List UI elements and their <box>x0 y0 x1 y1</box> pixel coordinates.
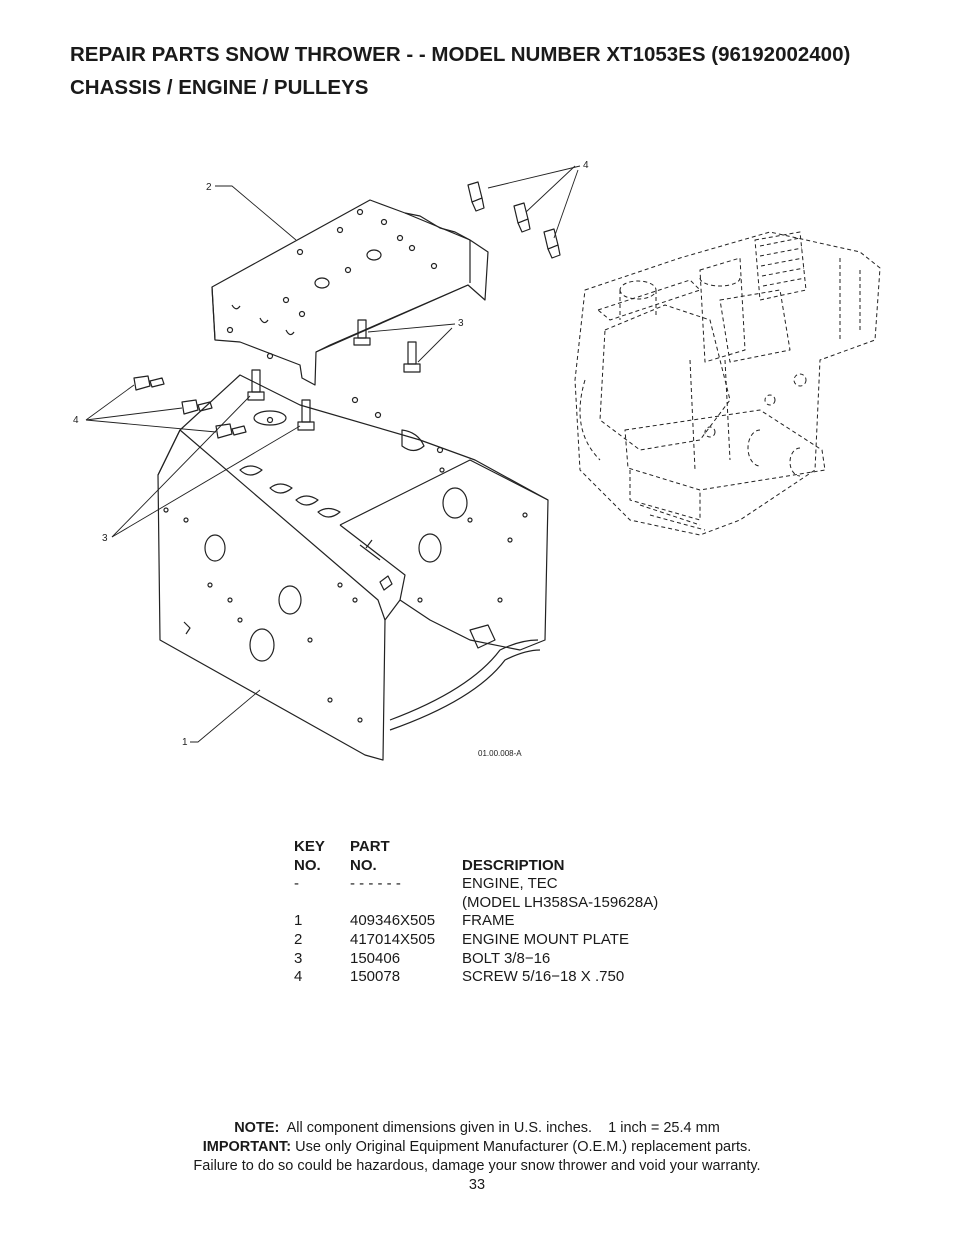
frame <box>157 374 549 761</box>
important-label: IMPORTANT: <box>202 1139 292 1155</box>
part-no: 409346X505 <box>350 912 436 930</box>
key-header-2: NO. <box>294 856 321 874</box>
title-line-1: REPAIR PARTS SNOW THROWER - - MODEL NUMB… <box>70 43 851 66</box>
key-no: 4 <box>294 968 303 986</box>
bolt-set <box>247 319 421 431</box>
callout-1: 1 <box>182 737 188 748</box>
engine-outline <box>574 231 881 536</box>
callout-labels: 1 2 3 3 4 4 01.00.008-A <box>73 160 589 758</box>
callout-3-lower: 3 <box>102 533 108 544</box>
part-no: - - - - - - <box>350 875 401 893</box>
description: SCREW 5/16−18 X .750 <box>462 968 625 986</box>
callout-4-lower: 4 <box>73 415 79 426</box>
part-header-2: NO. <box>350 856 377 874</box>
part-header: PART <box>350 838 390 855</box>
key-no: 1 <box>294 912 303 930</box>
warning-line: Failure to do so could be hazardous, dam… <box>193 1158 761 1174</box>
description: BOLT 3/8−16 <box>462 949 551 967</box>
part-no: 150406 <box>350 949 401 967</box>
description: ENGINE MOUNT PLATE <box>462 930 629 948</box>
callout-2: 2 <box>206 182 212 193</box>
callout-3-upper: 3 <box>458 318 464 329</box>
note-label: NOTE: <box>234 1120 280 1136</box>
page-title: REPAIR PARTS SNOW THROWER - - MODEL NUMB… <box>70 38 850 104</box>
part-no: 150078 <box>350 968 401 986</box>
description: (MODEL LH358SA-159628A) <box>462 893 659 911</box>
engine-mount-plate <box>211 199 489 386</box>
title-line-2: CHASSIS / ENGINE / PULLEYS <box>70 76 369 99</box>
callout-4-upper: 4 <box>583 160 589 171</box>
drawing-code: 01.00.008-A <box>478 749 522 758</box>
key-no: - <box>294 875 299 893</box>
key-header: KEY <box>294 838 325 855</box>
key-no: 2 <box>294 930 303 948</box>
description: FRAME <box>462 912 515 930</box>
important-text: Use only Original Equipment Manufacturer… <box>291 1139 752 1155</box>
screw-set <box>133 181 561 439</box>
note-text: All component dimensions given in U.S. i… <box>279 1120 720 1136</box>
leader-lines <box>85 165 581 743</box>
note-line: NOTE: All component dimensions given in … <box>0 1119 954 1138</box>
important-line: IMPORTANT: Use only Original Equipment M… <box>0 1138 954 1157</box>
description-header: DESCRIPTION <box>462 856 565 874</box>
description: ENGINE, TEC <box>462 875 558 893</box>
page-footer: NOTE: All component dimensions given in … <box>0 1119 954 1195</box>
key-no: 3 <box>294 949 303 967</box>
page-number: 33 <box>468 1177 486 1193</box>
part-no: 417014X505 <box>350 930 436 948</box>
